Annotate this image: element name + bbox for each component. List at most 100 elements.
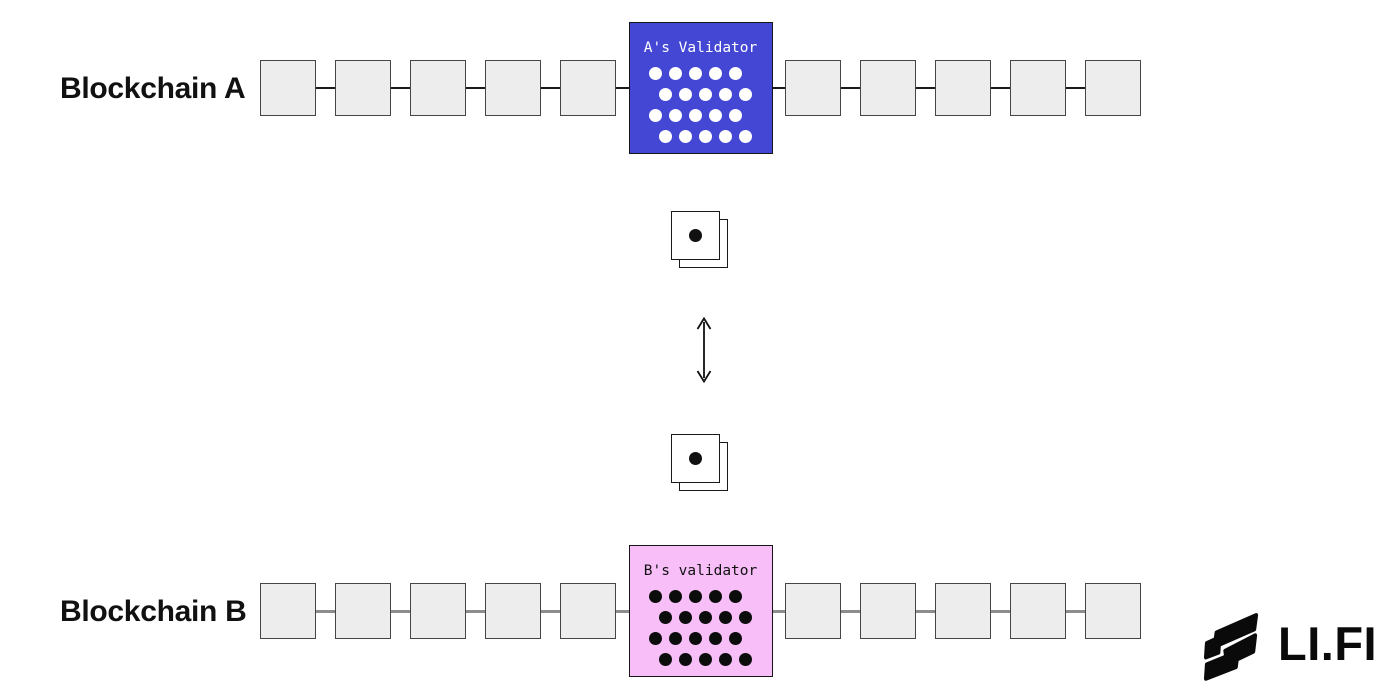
blockchain-b-row: B's validator [260, 545, 1141, 677]
validator-dot [659, 88, 672, 101]
blockchain-a-label: Blockchain A [60, 72, 246, 105]
block [260, 583, 316, 639]
block [785, 583, 841, 639]
block [410, 583, 466, 639]
validator-dot [719, 130, 732, 143]
validator-dot [669, 67, 682, 80]
validator-dot [679, 88, 692, 101]
validator-a-block: A's Validator [628, 22, 773, 154]
validator-dot [719, 653, 732, 666]
validator-dot [689, 590, 702, 603]
validator-dot [729, 590, 742, 603]
validator-dot [689, 632, 702, 645]
chain-link [991, 609, 1010, 613]
validator-dot [669, 109, 682, 122]
validator-dot [649, 67, 662, 80]
validator-dot-row [649, 632, 742, 645]
chain-link [841, 87, 860, 89]
chain-link [316, 87, 335, 89]
chain-link [391, 609, 410, 613]
validator-dot [689, 67, 702, 80]
validator-dot [659, 653, 672, 666]
chain-link [541, 87, 560, 89]
validator-dot [699, 130, 712, 143]
validator-dot [689, 109, 702, 122]
validator-dot [669, 632, 682, 645]
validator-dot [649, 590, 662, 603]
chain-link [841, 609, 860, 613]
chain-link [916, 609, 935, 613]
validator-dot-row [659, 611, 752, 624]
validator-dot [679, 611, 692, 624]
chain-link [391, 87, 410, 89]
validator-dot [699, 653, 712, 666]
validator-dot [699, 88, 712, 101]
validator-dot [739, 88, 752, 101]
blockchain-b-left-blocks [260, 583, 616, 639]
validator-dot [659, 130, 672, 143]
validator-dot [709, 109, 722, 122]
block [335, 60, 391, 116]
block [860, 60, 916, 116]
chain-link [316, 609, 335, 613]
validator-b-block: B's validator [628, 545, 773, 677]
block [335, 583, 391, 639]
document-front-page [671, 211, 720, 260]
chain-link [1066, 609, 1085, 613]
block [1010, 583, 1066, 639]
block [560, 583, 616, 639]
bidirectional-arrow-icon [694, 316, 714, 389]
block [1085, 60, 1141, 116]
chain-link [991, 87, 1010, 89]
validator-dot [649, 632, 662, 645]
block [485, 583, 541, 639]
chain-link [616, 87, 629, 89]
block [1085, 583, 1141, 639]
block [410, 60, 466, 116]
validator-dot [729, 109, 742, 122]
document-dot [689, 452, 702, 465]
block [785, 60, 841, 116]
validator-a-label: A's Validator [643, 40, 758, 56]
validator-b-label: B's validator [643, 563, 758, 579]
chain-link [772, 609, 785, 613]
lifi-logo: LI.FI [1203, 601, 1377, 685]
chain-link [1066, 87, 1085, 89]
chain-link [916, 87, 935, 89]
validator-dot-row [659, 88, 752, 101]
validator-dot [709, 632, 722, 645]
blockchain-a-left-blocks [260, 60, 616, 116]
validator-dot [739, 611, 752, 624]
validator-dot [729, 67, 742, 80]
validator-dot [649, 109, 662, 122]
validator-dot-row [659, 653, 752, 666]
lifi-logo-mark [1203, 613, 1259, 681]
chain-link [616, 609, 629, 613]
validator-dot-row [659, 130, 752, 143]
chain-link [541, 609, 560, 613]
block [1010, 60, 1066, 116]
validator-dot [659, 611, 672, 624]
validator-dot-row [649, 590, 742, 603]
block [260, 60, 316, 116]
blockchain-a-right-blocks [785, 60, 1141, 116]
lifi-logo-text: LI.FI [1278, 616, 1378, 670]
message-document-icon [671, 211, 729, 269]
blockchain-a-row: A's Validator [260, 22, 1141, 154]
chain-link [466, 609, 485, 613]
block [935, 60, 991, 116]
validator-dot [739, 130, 752, 143]
block [935, 583, 991, 639]
document-dot [689, 229, 702, 242]
validator-dot [719, 88, 732, 101]
blockchain-b-right-blocks [785, 583, 1141, 639]
validator-dot [739, 653, 752, 666]
block [485, 60, 541, 116]
validator-dot [669, 590, 682, 603]
validator-dot [709, 590, 722, 603]
chain-link [772, 87, 785, 89]
validator-dot [699, 611, 712, 624]
validator-dot-row [649, 67, 742, 80]
validator-b-dots [649, 590, 752, 666]
validator-dot-row [649, 109, 742, 122]
